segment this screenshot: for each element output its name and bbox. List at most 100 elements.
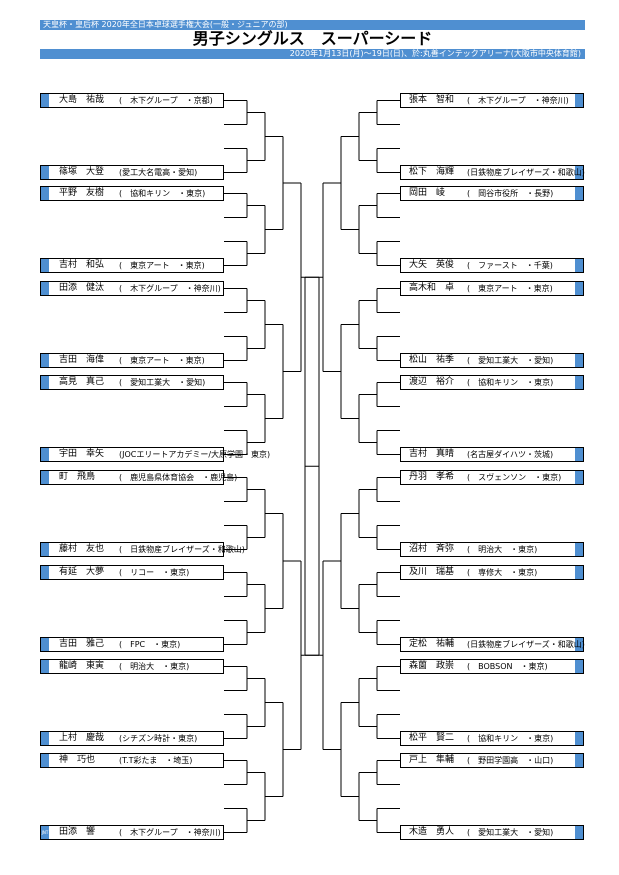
player-entry: 龍崎 東寅 ( 明治大 ・東京) — [40, 659, 224, 674]
seed-marker — [41, 660, 49, 673]
player-affiliation: ( 木下グループ ・神奈川) — [119, 828, 221, 837]
player-affiliation: (JOCエリートアカデミー/大原学園・東京) — [119, 450, 271, 459]
player-affiliation: (シチズン時計・東京) — [119, 734, 198, 743]
seed-marker — [575, 660, 583, 673]
player-name: 有延 大夢 — [59, 567, 105, 577]
player-affiliation: (名古屋ダイハツ・茨城) — [467, 450, 554, 459]
seed-marker — [575, 166, 583, 179]
player-name: 神 巧也 — [59, 755, 96, 765]
player-affiliation: (愛工大名電高・愛知) — [119, 168, 198, 177]
seed-marker — [575, 754, 583, 767]
player-entry: 吉田 雅己 ( FPC ・東京) — [40, 637, 224, 652]
player-entry: 岡田 崚( 岡谷市役所 ・長野) — [400, 186, 584, 201]
seed-marker — [41, 166, 49, 179]
player-affiliation: ( 日鉄物産ブレイザーズ・和歌山) — [119, 545, 245, 554]
seed-marker: JNT — [41, 826, 49, 839]
seed-marker — [41, 754, 49, 767]
player-entry: 丹羽 孝希 ( スヴェンソン ・東京) — [400, 470, 584, 485]
player-entry: 木造 勇人( 愛知工業大 ・愛知) — [400, 825, 584, 840]
player-name: 松平 賢二 — [409, 733, 455, 743]
player-affiliation: ( 岡谷市役所 ・長野) — [467, 189, 554, 198]
player-affiliation: ( 木下グループ ・神奈川) — [119, 284, 221, 293]
player-affiliation: ( 協和キリン ・東京) — [119, 189, 206, 198]
player-affiliation: ( スヴェンソン ・東京) — [467, 473, 562, 482]
page-title: 男子シングルス スーパーシード — [192, 29, 433, 48]
player-entry: 上村 慶哉 (シチズン時計・東京) — [40, 731, 224, 746]
player-name: 吉田 海偉 — [59, 355, 105, 365]
player-name: 町 飛鳥 — [59, 472, 96, 482]
player-entry: 渡辺 裕介( 協和キリン ・東京) — [400, 375, 584, 390]
seed-marker — [575, 94, 583, 107]
player-affiliation: ( 鹿児島県体育協会 ・鹿児島) — [119, 473, 238, 482]
seed-marker — [575, 354, 583, 367]
player-entry: 吉田 海偉( 東京アート ・東京) — [40, 353, 224, 368]
player-name: 龍崎 東寅 — [59, 661, 105, 671]
player-affiliation: ( ファースト ・千葉) — [467, 261, 553, 270]
date-venue-bar: 2020年1月13日(月)～19日(日)、於:丸善インテックアリーナ(大阪市中央… — [40, 49, 585, 59]
seed-marker — [41, 543, 49, 556]
player-entry: 森薗 政崇( BOBSON ・東京) — [400, 659, 584, 674]
player-name: 平野 友樹 — [59, 188, 105, 198]
player-name: 渡辺 裕介 — [409, 377, 455, 387]
player-entry: 沼村 斉弥 ( 明治大 ・東京) — [400, 542, 584, 557]
event-title: 天皇杯・皇后杯 2020年全日本卓球選手権大会(一般・ジュニアの部) — [43, 20, 288, 29]
player-entry: 大島 祐哉( 木下グループ ・京都) — [40, 93, 224, 108]
player-name: 大島 祐哉 — [59, 95, 105, 105]
player-name: 沼村 斉弥 — [409, 544, 455, 554]
event-header-bar: 天皇杯・皇后杯 2020年全日本卓球選手権大会(一般・ジュニアの部) — [40, 20, 585, 30]
player-affiliation: ( 明治大 ・東京) — [467, 545, 538, 554]
player-entry: 田添 健汰( 木下グループ ・神奈川) — [40, 281, 224, 296]
player-entry: 高木和 卓 ( 東京アート ・東京) — [400, 281, 584, 296]
seed-marker — [575, 187, 583, 200]
player-entry: 町 飛鳥 ( 鹿児島県体育協会 ・鹿児島) — [40, 470, 237, 485]
player-affiliation: ( 東京アート ・東京) — [467, 284, 553, 293]
player-entry: 松下 海輝 (日鉄物産ブレイザーズ・和歌山) — [400, 165, 585, 180]
player-name: 戸上 隼輔 — [409, 755, 455, 765]
player-name: 張本 智和 — [409, 95, 455, 105]
player-name: 高見 真己 — [59, 377, 105, 387]
player-affiliation: ( 東京アート ・東京) — [119, 261, 205, 270]
player-affiliation: ( BOBSON ・東京) — [467, 662, 548, 671]
player-affiliation: ( FPC ・東京) — [119, 640, 181, 649]
player-name: 高木和 卓 — [409, 283, 455, 293]
seed-marker — [41, 448, 49, 461]
player-entry: 定松 祐輔(日鉄物産ブレイザーズ・和歌山) — [400, 637, 585, 652]
seed-marker — [575, 282, 583, 295]
player-affiliation: ( 野田学園高 ・山口) — [467, 756, 554, 765]
player-name: 及川 瑞基 — [409, 567, 455, 577]
player-entry: 高見 真己( 愛知工業大 ・愛知) — [40, 375, 224, 390]
player-entry: 張本 智和 ( 木下グループ ・神奈川) — [400, 93, 584, 108]
player-affiliation: ( 木下グループ ・神奈川) — [467, 96, 569, 105]
player-entry: 吉村 和弘( 東京アート ・東京) — [40, 258, 224, 273]
player-entry: 戸上 隼輔 ( 野田学園高 ・山口) — [400, 753, 584, 768]
player-name: 上村 慶哉 — [59, 733, 105, 743]
player-name: 吉村 真晴 — [409, 449, 455, 459]
player-entry: 宇田 幸矢(JOCエリートアカデミー/大原学園・東京) — [40, 447, 270, 462]
date-venue: 2020年1月13日(月)～19日(日)、於:丸善インテックアリーナ(大阪市中央… — [289, 49, 581, 58]
player-affiliation: ( 明治大 ・東京) — [119, 662, 190, 671]
player-affiliation: (日鉄物産ブレイザーズ・和歌山) — [467, 168, 585, 177]
player-affiliation: ( 愛知工業大 ・愛知) — [467, 356, 554, 365]
player-entry: 吉村 真晴 (名古屋ダイハツ・茨城) — [400, 447, 584, 462]
player-name: 篠塚 大登 — [59, 167, 105, 177]
player-entry: 松山 祐季 ( 愛知工業大 ・愛知) — [400, 353, 584, 368]
player-name: 松山 祐季 — [409, 355, 455, 365]
player-affiliation: ( リコー ・東京) — [119, 568, 190, 577]
seed-marker — [575, 543, 583, 556]
player-name: 吉田 雅己 — [59, 639, 105, 649]
player-name: 田添 響 — [59, 827, 96, 837]
seed-marker — [41, 732, 49, 745]
player-name: 藤村 友也 — [59, 544, 105, 554]
seed-marker — [41, 259, 49, 272]
player-entry: 篠塚 大登 (愛工大名電高・愛知) — [40, 165, 224, 180]
player-entry: 平野 友樹 ( 協和キリン ・東京) — [40, 186, 224, 201]
seed-marker — [575, 376, 583, 389]
player-name: 木造 勇人 — [409, 827, 455, 837]
seed-marker — [575, 448, 583, 461]
player-entry: 神 巧也 (T.T彩たま ・埼玉) — [40, 753, 224, 768]
player-affiliation: (T.T彩たま ・埼玉) — [119, 756, 193, 765]
player-name: 松下 海輝 — [409, 167, 455, 177]
player-name: 丹羽 孝希 — [409, 472, 455, 482]
player-entry: 大矢 英俊( ファースト ・千葉) — [400, 258, 584, 273]
seed-marker — [575, 638, 583, 651]
